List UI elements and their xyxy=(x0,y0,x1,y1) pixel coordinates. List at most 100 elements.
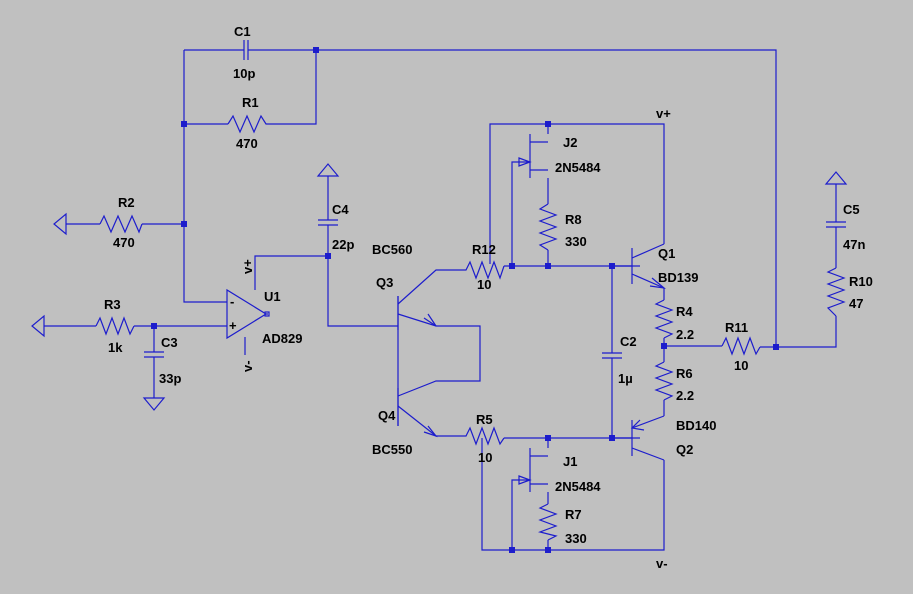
label-c4-ref: C4 xyxy=(332,202,349,217)
ground-symbols xyxy=(31,163,848,411)
label-r4-ref: R4 xyxy=(676,304,693,319)
ground-c3-icon xyxy=(142,397,166,411)
label-r5-ref: R5 xyxy=(476,412,493,427)
resistor-r1 xyxy=(227,114,270,134)
resistor-r10 xyxy=(826,267,846,317)
junction xyxy=(181,121,187,127)
junction xyxy=(509,263,515,269)
capacitor-c3 xyxy=(144,351,164,358)
junctions xyxy=(151,47,779,553)
wire-r11-right xyxy=(760,316,837,348)
label-net-vminus: v- xyxy=(656,556,668,571)
ground-c5-icon xyxy=(824,171,848,185)
ground-r3-icon xyxy=(31,314,45,338)
label-r4-value: 2.2 xyxy=(676,327,694,342)
wire-j1-gate xyxy=(511,479,530,550)
junction xyxy=(325,253,331,259)
label-r3-ref: R3 xyxy=(104,297,121,312)
junction xyxy=(313,47,319,53)
junction xyxy=(609,435,615,441)
label-c1-ref: C1 xyxy=(234,24,251,39)
resistor-r5 xyxy=(462,426,505,446)
wire-r12-wiper xyxy=(489,123,665,264)
label-c3-ref: C3 xyxy=(161,335,178,350)
wire-fb-left-vertical xyxy=(183,50,227,303)
wire-c1-right xyxy=(248,49,777,347)
resistor-r12 xyxy=(462,260,505,280)
junction xyxy=(181,221,187,227)
label-q1-ref: Q1 xyxy=(658,246,675,261)
label-j2-value: 2N5484 xyxy=(555,160,601,175)
label-net-vplus: v+ xyxy=(656,106,671,121)
label-r7-ref: R7 xyxy=(565,507,582,522)
capacitor-c5 xyxy=(826,221,846,228)
label-q2-value: BD140 xyxy=(676,418,716,433)
labels: C1 10p R1 470 R2 470 R3 1k C3 33p C4 22p… xyxy=(104,24,873,571)
jfet-j1 xyxy=(518,448,548,492)
ground-c4-icon xyxy=(316,163,340,177)
label-r7-value: 330 xyxy=(565,531,587,546)
transistor-q1 xyxy=(631,243,667,289)
label-r3-value: 1k xyxy=(108,340,123,355)
label-r8-ref: R8 xyxy=(565,212,582,227)
wires xyxy=(44,49,837,551)
wire-j2-gate xyxy=(511,161,530,266)
label-r8-value: 330 xyxy=(565,234,587,249)
label-r6-ref: R6 xyxy=(676,366,693,381)
label-q4-value: BC550 xyxy=(372,442,412,457)
resistor-r3 xyxy=(95,316,135,336)
label-q4-ref: Q4 xyxy=(378,408,396,423)
label-r5-value: 10 xyxy=(478,450,492,465)
label-r6-value: 2.2 xyxy=(676,388,694,403)
label-c4-value: 22p xyxy=(332,237,354,252)
label-r2-value: 470 xyxy=(113,235,135,250)
label-u1-plus: + xyxy=(229,318,237,333)
junction xyxy=(661,343,667,349)
opamp-u1 xyxy=(226,288,270,340)
label-c2-value: 1µ xyxy=(618,371,633,386)
junction xyxy=(509,547,515,553)
label-c5-ref: C5 xyxy=(843,202,860,217)
label-q3-ref: Q3 xyxy=(376,275,393,290)
capacitor-c4 xyxy=(318,219,338,226)
transistor-q3 xyxy=(397,296,437,330)
ground-r2-icon xyxy=(53,212,67,236)
junction xyxy=(545,121,551,127)
resistor-r8 xyxy=(538,203,558,251)
transistor-q4 xyxy=(397,388,438,438)
label-j2-ref: J2 xyxy=(563,135,577,150)
label-r11-value: 10 xyxy=(734,358,748,373)
junction xyxy=(151,323,157,329)
label-c5-value: 47n xyxy=(843,237,865,252)
resistor-r7 xyxy=(537,503,558,541)
label-u1-vminus: v- xyxy=(240,360,255,372)
wire-r5-wiper xyxy=(481,438,665,551)
label-r11-ref: R11 xyxy=(725,320,748,335)
label-u1-ref: U1 xyxy=(264,289,281,304)
label-c1-value: 10p xyxy=(233,66,255,81)
label-q1-value: BD139 xyxy=(658,270,698,285)
label-r1-ref: R1 xyxy=(242,95,259,110)
label-r1-value: 470 xyxy=(236,136,258,151)
label-r2-ref: R2 xyxy=(118,195,135,210)
wire-q3-collector xyxy=(397,269,462,305)
wire-q4-emitter xyxy=(397,405,462,437)
transistor-q2 xyxy=(630,415,665,461)
label-u1-vplus: v+ xyxy=(240,259,255,274)
capacitor-c1 xyxy=(243,40,249,60)
label-u1-value: AD829 xyxy=(262,331,302,346)
label-r12-value: 10 xyxy=(477,277,491,292)
label-j1-value: 2N5484 xyxy=(555,479,601,494)
label-q3-value: BC560 xyxy=(372,242,412,257)
wire-u1-vplus xyxy=(254,255,328,290)
junction xyxy=(773,344,779,350)
label-j1-ref: J1 xyxy=(563,454,577,469)
junction xyxy=(545,435,551,441)
capacitor-c2 xyxy=(602,352,622,359)
resistor-r6 xyxy=(654,361,674,401)
label-c3-value: 33p xyxy=(159,371,181,386)
junction xyxy=(609,263,615,269)
label-r10-ref: R10 xyxy=(849,274,873,289)
label-q2-ref: Q2 xyxy=(676,442,693,457)
